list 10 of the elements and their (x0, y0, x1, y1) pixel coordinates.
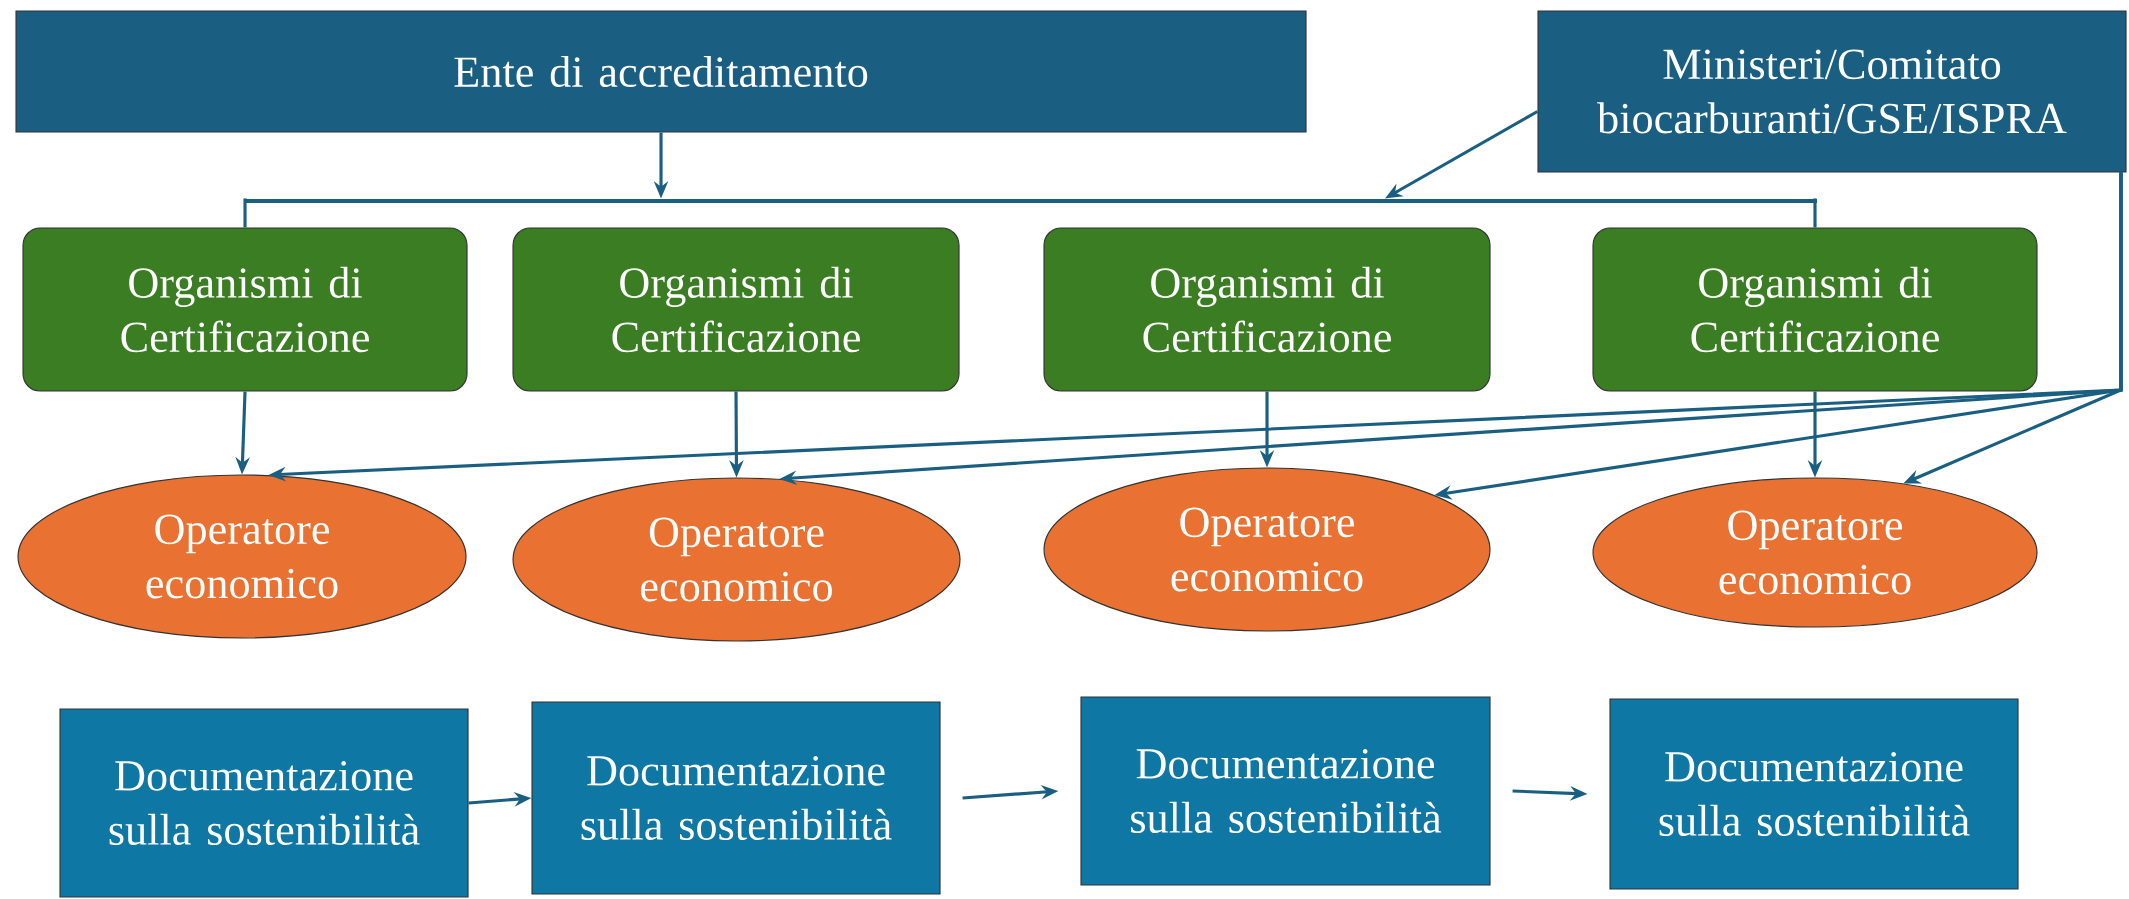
documentation-box: Documentazione sulla sostenibilità (1609, 698, 2019, 890)
certification-box: Organismi di Certificazione (1592, 227, 2038, 392)
certification-box: Organismi di Certificazione (1043, 227, 1491, 392)
documentation-box: Documentazione sulla sostenibilità (531, 701, 941, 895)
authority-box: Ministeri/Comitato biocarburanti/GSE/ISPRA (1537, 10, 2127, 173)
authority-box: Ente di accreditamento (15, 10, 1307, 133)
certification-box: Organismi di Certificazione (512, 227, 960, 392)
documentation-box: Documentazione sulla sostenibilità (59, 708, 469, 898)
documentation-box: Documentazione sulla sostenibilità (1080, 696, 1491, 886)
certification-box: Organismi di Certificazione (22, 227, 468, 392)
